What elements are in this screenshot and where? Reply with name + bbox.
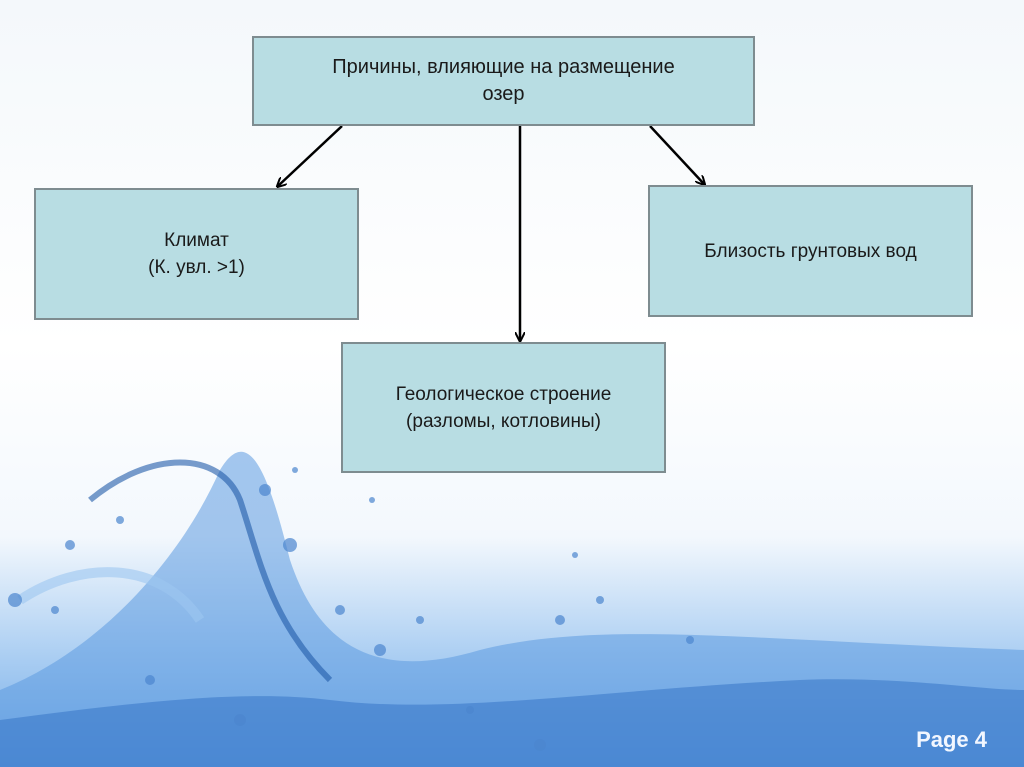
node-climate: Климат (К. увл. >1): [34, 188, 359, 320]
node-geology: Геологическое строение (разломы, котлови…: [341, 342, 666, 473]
page-number: Page 4: [916, 727, 987, 752]
root-node: Причины, влияющие на размещение озер: [252, 36, 755, 126]
root-line1: Причины, влияющие на размещение: [332, 56, 675, 78]
arrow-to-groundwater: [649, 125, 704, 184]
climate-detail: (К. увл. >1): [148, 257, 245, 278]
geology-detail: (разломы, котловины): [406, 410, 601, 432]
climate-title: Климат: [164, 230, 229, 251]
geology-title: Геологическое строение: [395, 383, 612, 405]
arrow-to-climate: [278, 125, 343, 186]
groundwater-title: Близость грунтовых вод: [704, 240, 917, 262]
node-groundwater: Близость грунтовых вод: [648, 185, 973, 317]
root-line2: озер: [482, 83, 525, 105]
